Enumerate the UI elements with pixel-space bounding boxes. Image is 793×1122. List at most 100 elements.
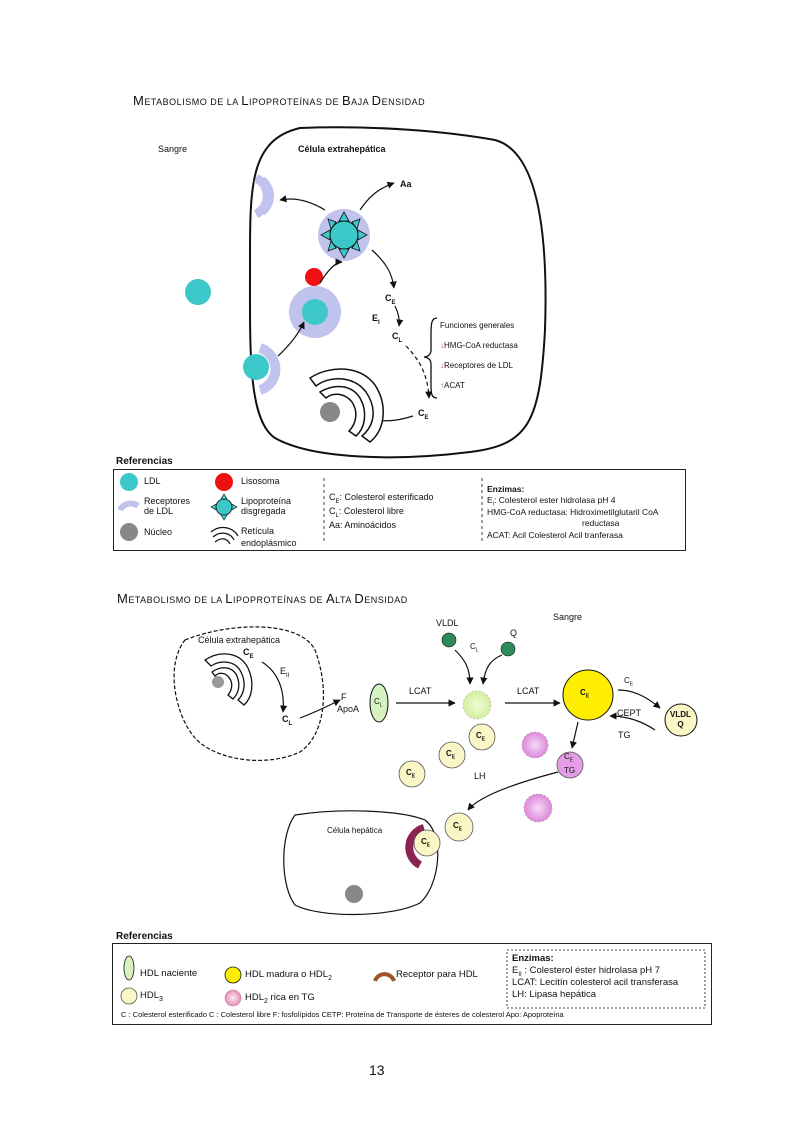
legend-receptor-hdl-icon bbox=[373, 972, 396, 982]
hdl-section-title: METABOLISMO DE LA LIPOPROTEÍNAS DE ALTA … bbox=[117, 591, 408, 606]
functions-header: Funciones generales bbox=[440, 321, 515, 330]
ldl-cell-label: Célula extrahepática bbox=[298, 144, 386, 154]
hdl-references-heading: Referencias bbox=[116, 931, 173, 942]
legend-receptor-icon bbox=[117, 500, 140, 512]
ldl-blood-label: Sangre bbox=[158, 144, 188, 154]
ce-label-1: CE bbox=[385, 293, 396, 306]
hdl-eii-label: EII bbox=[280, 666, 290, 679]
nucleus bbox=[320, 402, 340, 422]
cl-label: CL bbox=[392, 331, 403, 344]
ei-enzyme-label: EI bbox=[372, 313, 380, 326]
hepatic-cell bbox=[283, 810, 439, 916]
hdl-bound-receptor bbox=[413, 829, 441, 857]
hdl3-ce-3: CE bbox=[406, 768, 416, 780]
hdl3-particle-3 bbox=[398, 760, 426, 788]
function-item-hmg: ↓HMG-CoA reductasa bbox=[440, 341, 518, 350]
hdl-legend-footer: C : Colesterol esterificado C : Colester… bbox=[121, 1010, 564, 1019]
hdl-cl-top-label: CL bbox=[470, 642, 479, 654]
hdl-extrahepatic-nucleus bbox=[212, 676, 224, 688]
lcat-label-2: LCAT bbox=[517, 686, 540, 696]
hdl-lcat-intermediate bbox=[462, 690, 492, 720]
legend-naciente-label: HDL naciente bbox=[140, 968, 198, 979]
hdl-enzyme-lcat: LCAT: Lecitín colesterol acil transferas… bbox=[512, 977, 679, 988]
hdl3-particle-4 bbox=[444, 812, 474, 842]
legend-hdl3-label: HDL3 bbox=[140, 990, 163, 1003]
legend-rica-icon bbox=[224, 989, 242, 1007]
ldl-diagram bbox=[185, 126, 547, 459]
hdl-rich-tg-3 bbox=[523, 793, 553, 823]
legend-receptor-hdl-label: Receptor para HDL bbox=[396, 969, 478, 980]
legend-lipoprotein-icon bbox=[215, 498, 233, 516]
hdl-rich-tg-2 bbox=[556, 751, 584, 779]
apoa-label: ApoA bbox=[337, 704, 360, 714]
transfer-ce-label: CE bbox=[624, 676, 634, 688]
legend-naciente-icon bbox=[123, 955, 135, 981]
legend-abbr-cl: CL: Colesterol libre bbox=[329, 506, 404, 519]
vldl-label: VLDL bbox=[436, 618, 459, 628]
legend-nucleus-label: Núcleo bbox=[144, 527, 173, 537]
hdl-rich-tg-1 bbox=[521, 731, 549, 759]
legend-mature-label: HDL madura o HDL2 bbox=[245, 969, 332, 982]
legend-abbr-ce: CE: Colesterol esterificado bbox=[329, 492, 434, 505]
hdl-legend-symbols bbox=[120, 949, 706, 1009]
q-label: Q bbox=[510, 628, 518, 638]
cept-label: CEPT bbox=[617, 708, 642, 718]
ldl-enzyme-hmg: HMG-CoA reductasa: Hidroximetilglutaril … bbox=[487, 507, 659, 517]
hdl-er bbox=[203, 653, 253, 706]
ldl-section-title: METABOLISMO DE LA LIPOPROTEÍNAS DE BAJA … bbox=[133, 93, 426, 108]
legend-lysosome-label: Lisosoma bbox=[241, 476, 280, 486]
ldl-enzyme-hmg-2: reductasa bbox=[582, 518, 620, 528]
lysosome bbox=[305, 268, 323, 286]
hdl3-particle-2 bbox=[438, 741, 466, 769]
hdl-cl-label: CL bbox=[282, 714, 293, 727]
nascent-cl-label: CL bbox=[374, 697, 383, 709]
ldl-particle-outside bbox=[185, 279, 211, 305]
hdl-blood-label: Sangre bbox=[553, 612, 583, 622]
hdl-enzymes-title: Enzimas: bbox=[512, 953, 554, 964]
legend-mature-icon bbox=[224, 966, 242, 984]
hdl-diagram bbox=[173, 626, 698, 916]
ldl-particle-bound bbox=[243, 354, 269, 380]
hdl-receptor bbox=[405, 824, 426, 869]
ldl-enzyme-acat: ACAT: Acil Colesterol Acil tranferasa bbox=[487, 530, 623, 540]
legend-rica-label: HDL2 rica en TG bbox=[245, 992, 315, 1005]
lh-label: LH bbox=[474, 771, 486, 781]
mature-ce-label: CE bbox=[580, 688, 590, 700]
hdl-cell-label: Célula extrahepática bbox=[198, 635, 281, 645]
legend-abbr-aa: Aa: Aminoácidos bbox=[329, 520, 397, 530]
legend-hdl3-icon bbox=[120, 987, 138, 1005]
ldl-enzyme-ei: EI: Colesterol ester hidrolasa pH 4 bbox=[487, 495, 616, 508]
tg-label: TG bbox=[618, 730, 631, 740]
legend-lysosome-icon bbox=[215, 473, 233, 491]
hepatic-cell-label: Célula hepática bbox=[327, 826, 383, 835]
hdl3-ce-4: CE bbox=[453, 821, 463, 833]
hepatic-nucleus bbox=[345, 885, 363, 903]
hdl-references-box: HDL naciente HDL3 HDL madura o HDL2 HDL2… bbox=[112, 943, 712, 1025]
ldl-references-heading: Referencias bbox=[116, 456, 173, 467]
legend-er-icon bbox=[210, 526, 239, 545]
hdl-extrahepatic-cell bbox=[173, 626, 325, 762]
hdl3-ce-2: CE bbox=[446, 749, 456, 761]
receptor-ce-label: CE bbox=[421, 837, 431, 849]
ldl-legend-symbols bbox=[117, 473, 483, 545]
vldl-particle bbox=[441, 632, 457, 648]
legend-nucleus-icon bbox=[120, 523, 138, 541]
ce-label-2: CE bbox=[418, 408, 429, 421]
function-item-acat: ↑ACAT bbox=[440, 381, 465, 390]
hdl3-ce-1: CE bbox=[476, 731, 486, 743]
ldl-in-endosome bbox=[302, 299, 328, 325]
legend-ldl-label: LDL bbox=[144, 476, 161, 486]
q-particle bbox=[500, 641, 516, 657]
page-number: 13 bbox=[369, 1062, 385, 1078]
endoplasmic-reticulum bbox=[308, 368, 384, 443]
lcat-label-1: LCAT bbox=[409, 686, 432, 696]
f-label: F bbox=[341, 692, 347, 702]
mature-hdl2 bbox=[562, 669, 614, 721]
ldl-enzymes-title: Enzimas: bbox=[487, 484, 525, 494]
hdl-enzyme-lh: LH: Lipasa hepática bbox=[512, 989, 596, 1000]
